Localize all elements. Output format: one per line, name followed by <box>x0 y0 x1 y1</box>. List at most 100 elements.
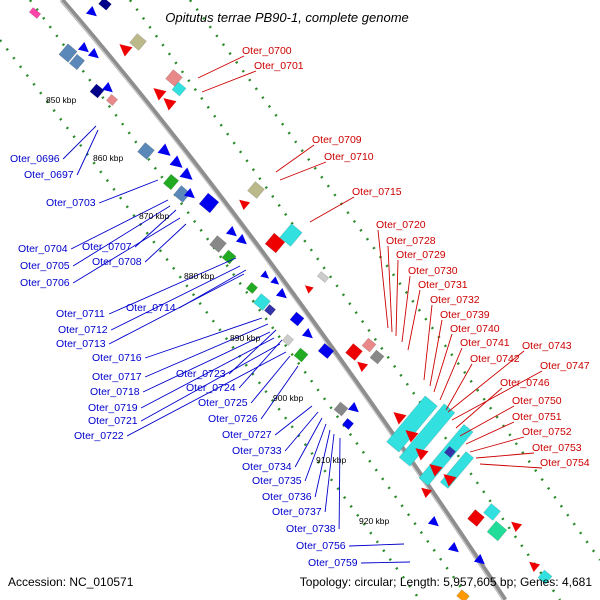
forward-leader-line <box>142 331 271 393</box>
gene-block-22 <box>253 293 271 311</box>
reverse-gene-label: Oter_0732 <box>430 294 480 306</box>
forward-gene-label: Oter_0724 <box>186 382 236 394</box>
reverse-leader-line <box>197 55 245 79</box>
forward-gene-label: Oter_0696 <box>10 153 60 165</box>
gene-block-0 <box>58 43 78 63</box>
kbp-tick-label: 910 kbp <box>316 455 347 465</box>
forward-leader-line <box>284 411 319 452</box>
forward-gene-label: Oter_0736 <box>262 491 312 503</box>
forward-gene-label: Oter_0726 <box>208 413 258 425</box>
gene-block-70 <box>537 569 553 585</box>
forward-leader-line <box>126 351 287 437</box>
gene-arrow-14 <box>183 187 195 199</box>
reverse-leader-line <box>279 161 327 181</box>
gene-block-30 <box>333 401 349 417</box>
reverse-gene-label: Oter_0700 <box>242 45 292 57</box>
gene-arrow-19 <box>260 270 270 279</box>
forward-gene-label: Oter_0711 <box>56 308 105 320</box>
reverse-gene-label: Oter_0750 <box>512 395 562 407</box>
forward-gene-label: Oter_0717 <box>92 371 142 383</box>
forward-leader-line <box>250 355 291 404</box>
forward-leader-line <box>349 543 405 547</box>
forward-leader-line <box>314 429 331 498</box>
gene-arrow-10 <box>179 167 193 180</box>
forward-gene-label: Oter_0707 <box>82 241 132 253</box>
reverse-gene-label: Oter_0751 <box>512 411 562 423</box>
gene-block-27 <box>317 342 335 360</box>
gene-block-66 <box>483 503 501 521</box>
gene-block-25 <box>289 311 305 327</box>
gene-block-41 <box>171 81 187 97</box>
gene-block-21 <box>246 282 258 294</box>
gene-block-64 <box>444 446 456 458</box>
reverse-leader-line <box>433 333 453 393</box>
topology-text: Topology: circular; Length: 5,957,605 bp… <box>300 575 593 589</box>
reverse-gene-label: Oter_0701 <box>254 60 304 72</box>
forward-gene-label: Oter_0705 <box>20 260 70 272</box>
reverse-leader-line <box>469 436 525 453</box>
gene-block-31 <box>342 418 354 430</box>
reverse-gene-label: Oter_0720 <box>376 219 426 231</box>
reverse-leader-line <box>275 144 315 173</box>
forward-gene-label: Oter_0712 <box>58 324 108 336</box>
gene-block-37 <box>98 0 112 11</box>
forward-leader-line <box>238 339 283 389</box>
reverse-gene-label: Oter_0730 <box>408 265 458 277</box>
reverse-gene-label: Oter_0754 <box>540 457 590 469</box>
gene-arrow-35 <box>473 553 485 565</box>
map-title: Opitutus terrae PB90-1, complete genome <box>165 10 409 25</box>
forward-gene-label: Oter_0697 <box>24 169 74 181</box>
kbp-tick-label: 870 kbp <box>139 211 170 221</box>
forward-gene-label: Oter_0727 <box>222 429 272 441</box>
gene-arrow-5 <box>101 81 113 93</box>
reverse-gene-label: Oter_0740 <box>450 323 500 335</box>
reverse-gene-label: Oter_0739 <box>440 309 490 321</box>
gene-arrow-34 <box>447 541 459 553</box>
forward-leader-line <box>260 365 299 420</box>
forward-leader-line <box>274 405 313 436</box>
gene-arrow-36 <box>85 5 97 17</box>
forward-gene-label: Oter_0703 <box>46 197 96 209</box>
forward-gene-label: Oter_0722 <box>74 430 124 442</box>
forward-gene-label: Oter_0714 <box>126 302 176 314</box>
forward-leader-line <box>140 337 275 409</box>
forward-leader-line <box>304 423 327 482</box>
gene-arrow-2 <box>77 41 89 53</box>
reverse-gene-label: Oter_0741 <box>460 337 510 349</box>
reverse-leader-line <box>377 229 389 329</box>
gene-block-65 <box>467 509 485 527</box>
gene-arrow-8 <box>157 143 171 156</box>
gene-labels: Oter_0700Oter_0701Oter_0709Oter_0710Oter… <box>10 45 590 569</box>
gene-arrow-24 <box>275 287 287 299</box>
gene-block-52 <box>369 349 385 365</box>
reverse-leader-line <box>475 452 535 459</box>
reverse-gene-label: Oter_0747 <box>540 360 590 372</box>
gene-block-48 <box>316 271 330 283</box>
gene-arrow-45 <box>239 199 251 211</box>
forward-leader-line <box>62 125 97 160</box>
kbp-tick-label: 900 kbp <box>273 393 304 403</box>
forward-leader-line <box>144 323 269 378</box>
gene-arrow-42 <box>153 88 167 101</box>
gene-block-15 <box>209 235 227 253</box>
gene-block-23 <box>264 304 276 316</box>
gene-arrow-49 <box>304 285 314 294</box>
reverse-leader-line <box>423 304 433 381</box>
forward-gene-label: Oter_0756 <box>296 540 346 552</box>
reverse-leader-line <box>447 350 525 413</box>
label-leader-lines <box>62 55 543 564</box>
gene-arrow-3 <box>87 47 99 59</box>
gene-arrow-17 <box>225 225 237 237</box>
gene-block-44 <box>247 181 265 199</box>
forward-leader-line <box>144 223 187 263</box>
forward-leader-line <box>294 417 323 468</box>
forward-gene-label: Oter_0719 <box>88 402 138 414</box>
guide-track-0 <box>28 0 472 600</box>
backbone-arc <box>60 0 508 600</box>
gene-arrow-32 <box>347 401 359 413</box>
gene-arrow-68 <box>511 521 523 533</box>
gene-arrow-69 <box>529 561 541 573</box>
